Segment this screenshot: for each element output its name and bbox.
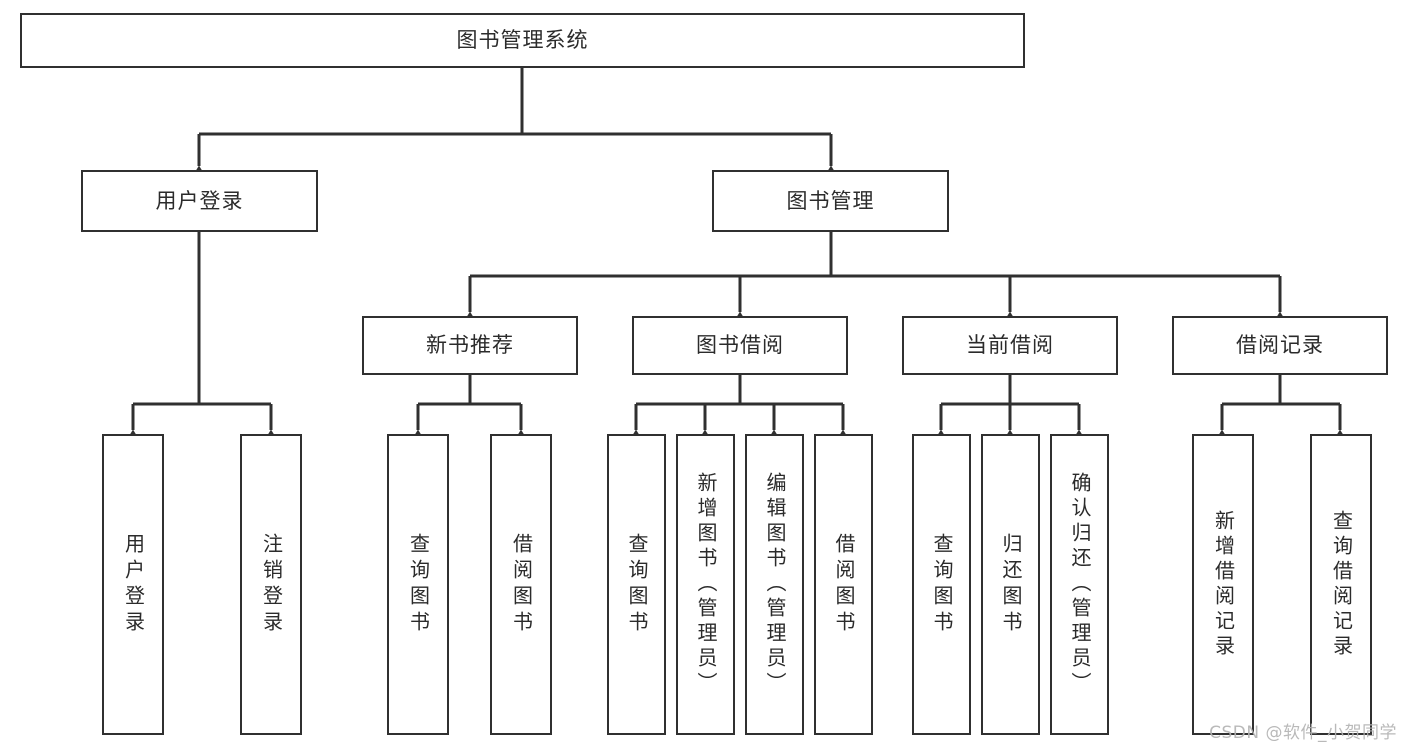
node-label: 查询图书 — [930, 532, 954, 637]
node-label: 借阅图书 — [509, 532, 534, 637]
leaf-user-logout[interactable]: 注销登录 — [240, 434, 302, 735]
node-label: 查询图书 — [625, 532, 649, 637]
node-label: 借阅图书 — [832, 532, 856, 637]
node-label: 图书借阅 — [696, 333, 784, 357]
node-label: 用户登录 — [155, 188, 244, 213]
leaf-user-login[interactable]: 用户登录 — [102, 434, 164, 735]
node-label: 借阅记录 — [1236, 333, 1324, 357]
csdn-watermark: CSDN @软件_小贺同学 — [1209, 723, 1397, 743]
node-borrow-records[interactable]: 借阅记录 — [1172, 316, 1388, 375]
leaf-borrow-book-borrowing[interactable]: 借阅图书 — [814, 434, 873, 735]
node-new-book-recommendation[interactable]: 新书推荐 — [362, 316, 578, 375]
node-root-book-management-system[interactable]: 图书管理系统 — [20, 13, 1025, 68]
node-label: 归还图书 — [999, 532, 1023, 637]
node-book-management[interactable]: 图书管理 — [712, 170, 949, 232]
leaf-add-borrow-record[interactable]: 新增借阅记录 — [1192, 434, 1254, 735]
node-book-borrowing[interactable]: 图书借阅 — [632, 316, 848, 375]
node-label: 查询图书 — [406, 532, 431, 637]
leaf-edit-book-admin[interactable]: 编辑图书（管理员） — [745, 434, 804, 735]
node-current-borrowing[interactable]: 当前借阅 — [902, 316, 1118, 375]
node-label: 注销登录 — [259, 532, 284, 637]
leaf-add-book-admin[interactable]: 新增图书（管理员） — [676, 434, 735, 735]
node-label: 新书推荐 — [426, 333, 514, 357]
node-label: 确认归还（管理员） — [1068, 472, 1092, 697]
leaf-query-book-recommendation[interactable]: 查询图书 — [387, 434, 449, 735]
node-label: 新增借阅记录 — [1211, 509, 1236, 660]
node-label: 当前借阅 — [966, 333, 1054, 357]
leaf-query-book-current[interactable]: 查询图书 — [912, 434, 971, 735]
leaf-return-book[interactable]: 归还图书 — [981, 434, 1040, 735]
node-label: 图书管理 — [786, 188, 875, 213]
node-label: 查询借阅记录 — [1329, 509, 1354, 660]
node-label: 新增图书（管理员） — [694, 472, 718, 697]
leaf-borrow-book-recommendation[interactable]: 借阅图书 — [490, 434, 552, 735]
leaf-confirm-return-admin[interactable]: 确认归还（管理员） — [1050, 434, 1109, 735]
leaf-query-book-borrowing[interactable]: 查询图书 — [607, 434, 666, 735]
node-label: 编辑图书（管理员） — [763, 472, 787, 697]
node-label: 图书管理系统 — [456, 28, 589, 52]
node-label: 用户登录 — [121, 532, 146, 637]
node-user-login[interactable]: 用户登录 — [81, 170, 318, 232]
leaf-query-borrow-record[interactable]: 查询借阅记录 — [1310, 434, 1372, 735]
